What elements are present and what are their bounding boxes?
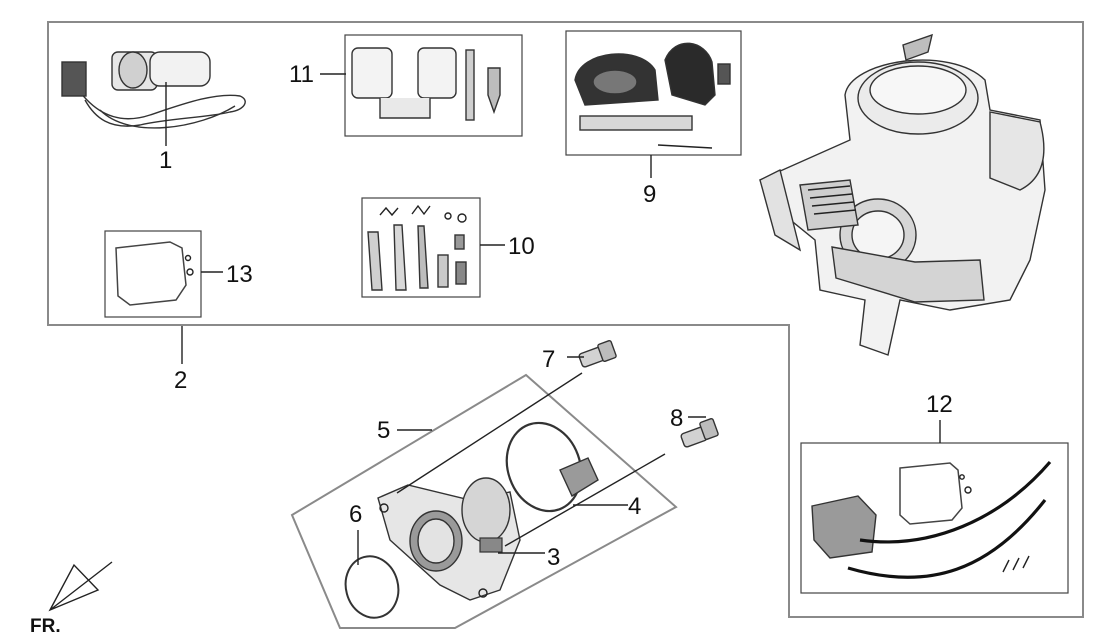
part-13-box	[104, 230, 202, 318]
callout-3: 3	[547, 544, 560, 571]
callout-10: 10	[508, 233, 535, 260]
callout-8: 8	[670, 405, 683, 432]
part-8-bolt	[680, 418, 719, 448]
callout-7: 7	[542, 346, 555, 373]
callout-12: 12	[926, 391, 953, 418]
part-9-diaphragm-kit	[574, 42, 731, 149]
part-12-repair-kit	[811, 460, 1052, 579]
part-5-intake-manifold	[377, 477, 521, 601]
part-4-hose-clamp	[505, 421, 599, 513]
part-9-box	[565, 30, 742, 156]
callout-1: 1	[159, 147, 172, 174]
callout-5: 5	[377, 417, 390, 444]
assembly-frame	[47, 21, 1084, 618]
intake-group-frame	[290, 373, 678, 629]
part-11-box	[344, 34, 523, 137]
part-1-choke-harness	[61, 51, 246, 129]
part-3-fitting	[479, 537, 503, 553]
part-10-jet-kit	[367, 204, 467, 291]
orientation-label: FR.	[30, 616, 61, 637]
part-6-o-ring	[344, 555, 400, 619]
carburetor-body	[759, 33, 1046, 356]
part-11-float-kit	[351, 47, 501, 121]
orientation-arrow-icon	[48, 561, 113, 612]
callout-2: 2	[174, 367, 187, 394]
part-13-gasket	[115, 241, 187, 306]
part-7-bolt	[578, 340, 617, 368]
callout-6: 6	[349, 501, 362, 528]
callout-11: 11	[289, 61, 314, 88]
callout-4: 4	[628, 493, 641, 520]
callout-9: 9	[643, 181, 656, 208]
part-10-box	[361, 197, 481, 298]
part-12-box	[800, 442, 1069, 594]
callout-13: 13	[226, 261, 253, 288]
